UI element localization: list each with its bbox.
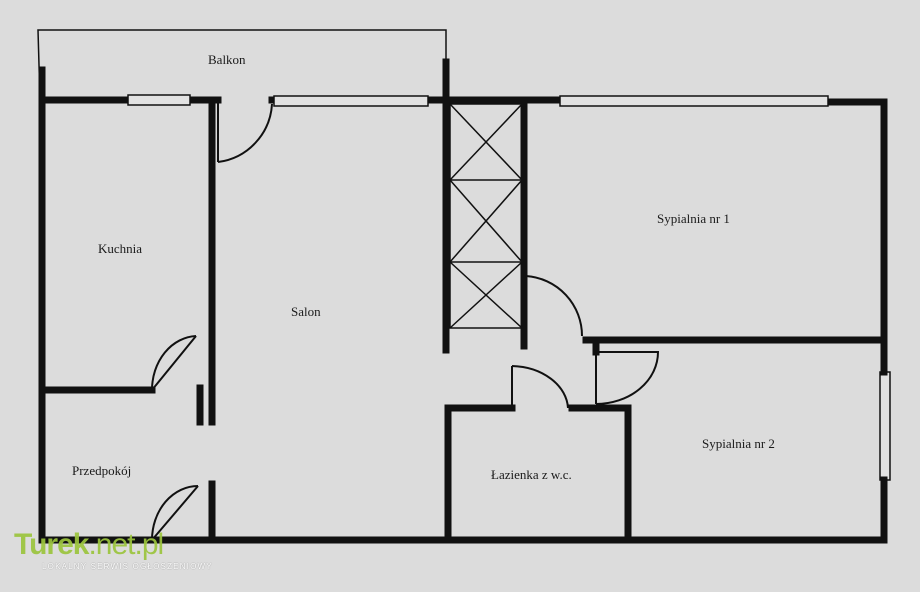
label-kuchnia: Kuchnia <box>98 241 142 256</box>
window-bedroom-2 <box>879 371 891 481</box>
door-kitchen <box>151 335 197 391</box>
label-salon: Salon <box>291 304 321 319</box>
door-entrance-arc <box>151 485 199 541</box>
door-kitchen-arc <box>150 335 197 391</box>
wardrobe-cross-3b <box>449 261 523 329</box>
door-entrance <box>151 485 199 541</box>
door-bedroom-2-arc <box>595 351 660 405</box>
watermark-tagline: LOKALNY SERWIS OGŁOSZENIOWY <box>42 562 213 571</box>
door-balcony-arc <box>217 103 273 163</box>
window-kitchen <box>127 94 191 106</box>
label-balkon: Balkon <box>208 52 246 67</box>
label-sypialnia-1: Sypialnia nr 1 <box>657 211 730 226</box>
watermark-logo: Turek.net.pl <box>14 528 164 562</box>
door-bedroom-1-arc <box>525 275 584 337</box>
wardrobe-cross-2b <box>449 179 523 263</box>
door-bathroom-arc <box>511 365 569 409</box>
label-lazienka: Łazienka z w.c. <box>491 467 572 482</box>
window-salon <box>273 95 429 107</box>
label-sypialnia-2: Sypialnia nr 2 <box>702 436 775 451</box>
wardrobe-cross-1b <box>449 103 523 181</box>
window-bedroom-1 <box>559 95 829 107</box>
logo-brand-light: .net.pl <box>88 528 164 561</box>
label-przedpokoj: Przedpokój <box>72 463 131 478</box>
logo-brand-bold: Turek <box>14 528 89 561</box>
